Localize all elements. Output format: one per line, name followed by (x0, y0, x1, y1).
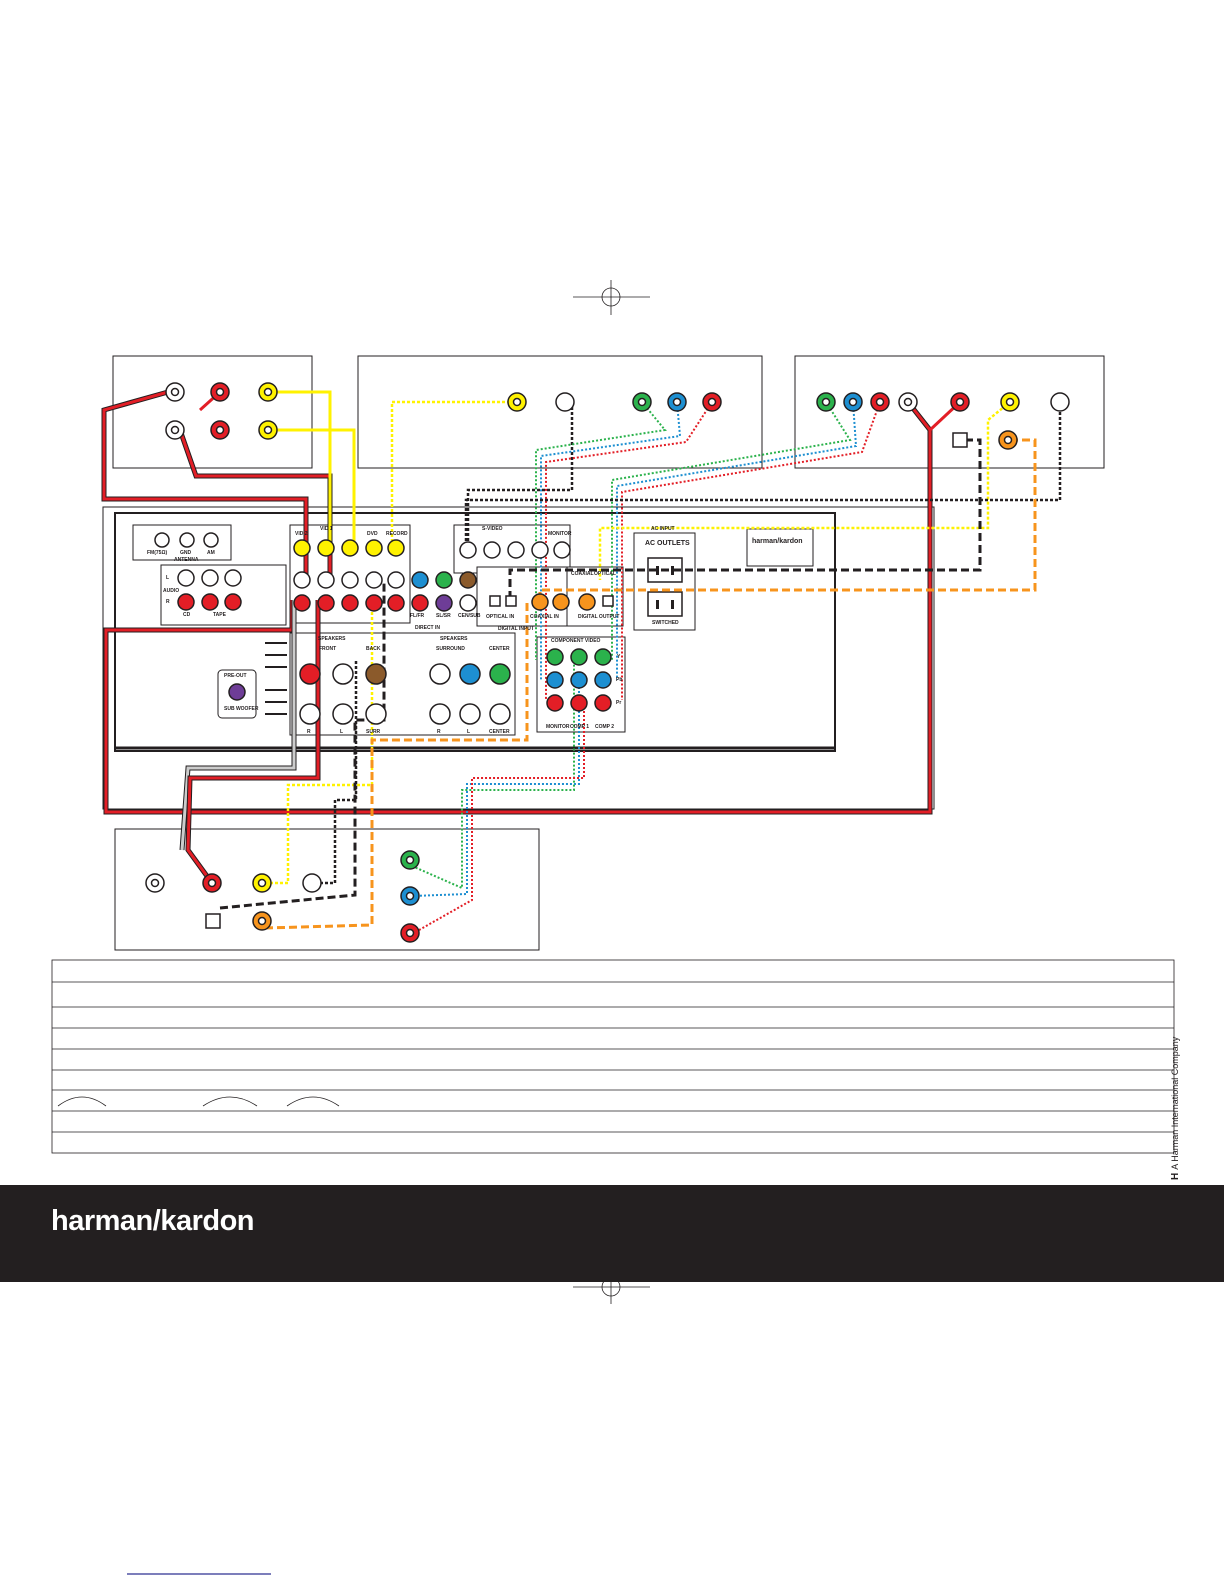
vcr-box (114, 828, 540, 951)
notes-table (51, 959, 1175, 1154)
label-vid1: VID 1 (320, 526, 333, 532)
label-badge: harman/kardon (752, 538, 803, 545)
label-audio-left: L (166, 575, 170, 581)
label-speaker-l2: L (467, 729, 471, 735)
label-center-bottom: CENTER (489, 729, 510, 735)
label-optical-in: OPTICAL IN (486, 614, 515, 620)
label-monitor: MONITOR (548, 531, 572, 537)
label-speakers-front: SPEAKERS (318, 636, 346, 642)
label-surround: SURROUND (436, 646, 465, 652)
label-digital-output: DIGITAL OUTPUT (578, 614, 620, 620)
vcr-jack-optical (205, 913, 221, 929)
label-coaxial-out: COAXIAL (571, 571, 594, 577)
tv-monitor-box (357, 355, 763, 469)
label-fm: FM(75Ω) (147, 550, 168, 556)
label-dvd: DVD (367, 531, 378, 537)
label-ac-outlets: AC OUTLETS (645, 540, 690, 547)
label-audio: AUDIO (163, 588, 180, 594)
company-text: A Harman International Company (1170, 1036, 1180, 1170)
tape-deck-box (112, 355, 313, 469)
label-sl-sr: SL/SR (436, 613, 451, 619)
harman-h-icon: H (1170, 1172, 1181, 1180)
dvd-jack-optical (952, 432, 968, 448)
dvd-jack-svideo (1050, 392, 1070, 412)
label-back: BACK (366, 646, 381, 652)
tv-jack-svideo (555, 392, 575, 412)
label-comp1: COMP 1 (570, 724, 590, 730)
label-front: FRONT (319, 646, 337, 652)
label-speaker-r1: R (307, 729, 311, 735)
label-pre-out: PRE-OUT (224, 673, 247, 679)
label-digital-input: DIGITAL INPUT (498, 626, 534, 632)
label-antenna: ANTENNA (174, 557, 199, 563)
label-pb: Pb (616, 677, 623, 683)
label-cen-sub: CEN/SUB (458, 613, 481, 619)
brand-bar: harman/kardon (0, 1185, 1224, 1282)
label-svideo: S-VIDEO (482, 526, 503, 532)
label-fl-fr: FL/FR (410, 613, 425, 619)
registration-mark-top (573, 280, 650, 315)
label-am: AM (207, 550, 215, 556)
label-speaker-r2: R (437, 729, 441, 735)
label-center: CENTER (489, 646, 510, 652)
label-ac-input: AC INPUT (651, 526, 675, 532)
label-speakers-back: SPEAKERS (440, 636, 468, 642)
label-tape: TAPE (213, 612, 226, 618)
vcr-jack-svideo (302, 873, 322, 893)
label-audio-right: R (166, 599, 170, 605)
harman-kardon-logo: harman/kardon (51, 1205, 255, 1237)
company-line: H A Harman International Company (1170, 1037, 1181, 1180)
label-component-video: COMPONENT VIDEO (551, 638, 601, 644)
label-subwoofer: SUB WOOFER (224, 706, 259, 712)
label-pr: Pr (616, 700, 622, 706)
jacks (145, 382, 1070, 943)
label-coaxial-in: COAXIAL IN (530, 614, 559, 620)
label-comp-monitor: MONITOR (546, 724, 570, 730)
label-vid2: VID 2 (295, 531, 308, 537)
label-optical-out: OPTICAL (594, 571, 616, 577)
label-record: RECORD (386, 531, 408, 537)
label-speaker-l1: L (340, 729, 344, 735)
label-gnd: GND (180, 550, 192, 556)
label-direct-in: DIRECT IN (415, 625, 440, 631)
label-cd: CD (183, 612, 191, 618)
label-comp2: COMP 2 (595, 724, 615, 730)
label-surr: SURR (366, 729, 381, 735)
label-y: Y (617, 654, 621, 660)
label-switched: SWITCHED (652, 620, 679, 626)
